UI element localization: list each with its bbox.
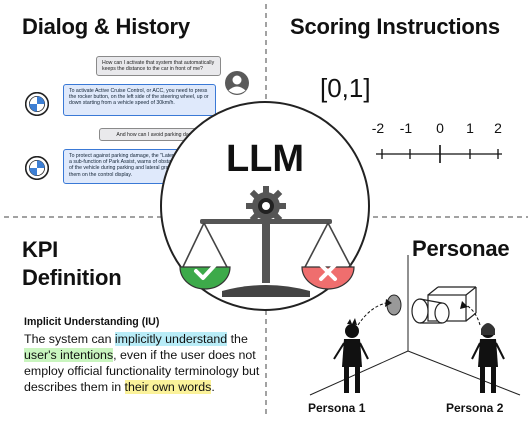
- dialog-message-assistant-1: To activate Active Cruise Control, or AC…: [63, 84, 216, 116]
- brand-logo-icon: [25, 156, 49, 180]
- persona-2-figure: [471, 323, 505, 393]
- scale-label: -1: [399, 120, 413, 136]
- scale-label: -2: [371, 120, 385, 136]
- kpi-highlight-yellow: their own words: [124, 380, 212, 394]
- personae-illustration: [309, 255, 521, 396]
- score-range-label: [0,1]: [320, 73, 371, 103]
- kpi-title-line: KPI: [22, 237, 59, 262]
- dialog-message-user-1: How can I activate that system that auto…: [96, 56, 221, 76]
- scale-label: 2: [494, 120, 502, 136]
- scale-label: 0: [436, 120, 444, 136]
- kpi-text-part: the: [227, 332, 248, 346]
- scale-label: 1: [466, 120, 474, 136]
- check-icon: [194, 263, 217, 280]
- balance-scale-icon: [179, 186, 355, 297]
- kpi-title-line: Definition: [22, 265, 122, 290]
- kpi-definition-title: KPI Definition: [22, 236, 122, 292]
- kpi-text-part: .: [211, 380, 215, 394]
- persona-1-figure: [333, 318, 369, 393]
- kpi-text-part: The system can: [24, 332, 115, 346]
- dialog-history-title: Dialog & History: [22, 14, 190, 39]
- cross-icon: [319, 263, 337, 281]
- red-pan: [301, 266, 355, 290]
- kpi-highlight-blue: implicitly understand: [114, 332, 228, 346]
- camera-icon: [386, 286, 477, 324]
- persona-2-label: Persona 2: [446, 401, 504, 415]
- personae-title: Personae: [412, 236, 510, 261]
- user-avatar-icon: [225, 71, 249, 95]
- persona-1-label: Persona 1: [308, 401, 366, 415]
- kpi-highlight-green: user's intentions: [24, 348, 114, 362]
- llm-label: LLM: [225, 138, 305, 180]
- scoring-instructions-title: Scoring Instructions: [290, 14, 500, 39]
- brand-logo-icon: [25, 92, 49, 116]
- kpi-description: The system can implicitly understand the…: [24, 331, 264, 395]
- kpi-text-part: , even if the user does not employ offic…: [24, 348, 260, 394]
- likert-scale-axis: [376, 145, 502, 163]
- likert-scale: -2 -1 0 1 2: [372, 120, 502, 138]
- kpi-name: Implicit Understanding (IU): [24, 316, 160, 328]
